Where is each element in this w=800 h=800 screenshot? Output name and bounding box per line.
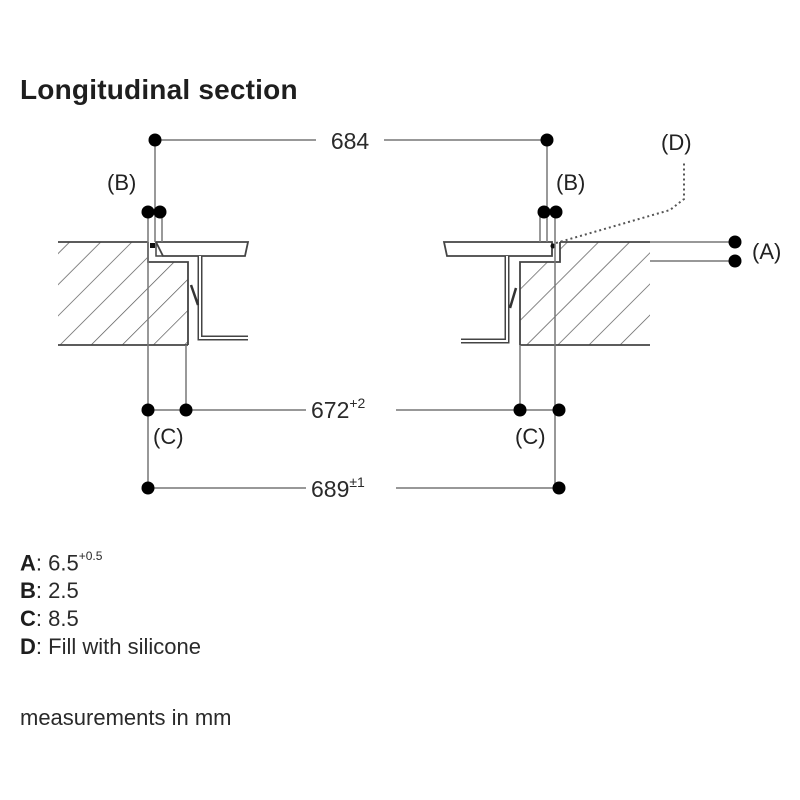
- dim-689-label: 689±1: [311, 474, 365, 502]
- legend-key: C: [20, 606, 36, 632]
- legend-key: D: [20, 634, 36, 660]
- dim-dot: [540, 133, 554, 147]
- callout-c-left: (C): [153, 424, 184, 449]
- dim-672-label: 672+2: [311, 395, 366, 423]
- dimension-dots: [141, 133, 742, 495]
- callout-b-right: (B): [556, 170, 585, 195]
- legend-sep: :: [35, 606, 43, 632]
- callout-c-right: (C): [515, 424, 546, 449]
- legend-value: 2.5: [48, 578, 79, 604]
- dim-dot: [552, 481, 566, 495]
- left-clip: [189, 284, 200, 306]
- left-countertop: [58, 241, 189, 346]
- callout-d: (D): [661, 130, 692, 155]
- dim-dot: [141, 403, 155, 417]
- legend-tolerance: +0.5: [78, 549, 103, 563]
- dim-dot: [728, 235, 742, 249]
- dim-dot: [148, 133, 162, 147]
- legend-item-a: A: 6.5+0.5: [20, 544, 201, 577]
- legend-item-c: C: 8.5: [20, 605, 201, 633]
- right-clip: [508, 287, 518, 309]
- dim-dot: [153, 205, 167, 219]
- dim-dot: [728, 254, 742, 268]
- left-silicone-fill: [150, 243, 155, 248]
- legend-item-d: D: Fill with silicone: [20, 633, 201, 661]
- left-hob-bracket: [189, 256, 248, 341]
- legend-sep: :: [35, 578, 43, 604]
- legend-value: 8.5: [48, 606, 79, 632]
- callout-a: (A): [752, 239, 781, 264]
- dim-dot: [552, 403, 566, 417]
- units-note: measurements in mm: [20, 705, 232, 730]
- legend-item-b: B: 2.5: [20, 577, 201, 605]
- legend-value: 6.5: [48, 550, 79, 576]
- legend: A: 6.5+0.5 B: 2.5 C: 8.5 D: Fill with si…: [20, 544, 201, 661]
- right-hob-glass: [442, 241, 556, 257]
- legend-sep: :: [35, 550, 43, 576]
- dim-dot: [537, 205, 551, 219]
- right-hob-bracket: [461, 256, 518, 344]
- dim-684-label: 684: [331, 128, 370, 154]
- legend-key: A: [20, 550, 36, 576]
- left-hob-glass: [150, 241, 250, 257]
- dim-dot: [179, 403, 193, 417]
- legend-sep: :: [35, 634, 43, 660]
- dimension-lines: [147, 139, 735, 489]
- right-countertop: [519, 241, 650, 346]
- callout-b-left: (B): [107, 170, 136, 195]
- dim-dot: [549, 205, 563, 219]
- legend-value: Fill with silicone: [48, 634, 201, 660]
- legend-key: B: [20, 578, 36, 604]
- dim-dot: [513, 403, 527, 417]
- section-title: Longitudinal section: [20, 74, 298, 105]
- dim-dot: [141, 481, 155, 495]
- dim-dot: [141, 205, 155, 219]
